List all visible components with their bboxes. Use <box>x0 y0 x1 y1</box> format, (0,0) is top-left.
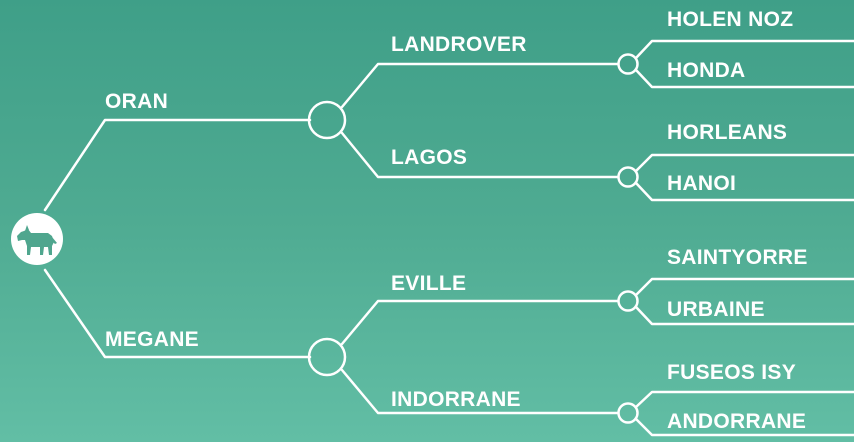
dd-dam-name: ANDORRANE <box>667 410 807 433</box>
connector-sd-dam <box>634 181 854 202</box>
connector-ss-dam <box>634 68 854 89</box>
ds-dam-name: URBAINE <box>667 298 765 321</box>
connector-sire-dam <box>340 131 620 179</box>
connector-sire-sire <box>340 62 620 109</box>
connector-sd-sire <box>634 153 854 173</box>
connector-dam-dam <box>340 368 620 415</box>
dam-dam-name: INDORRANE <box>391 388 521 411</box>
node-dam-dam <box>617 402 639 424</box>
sire-name: ORAN <box>105 90 169 113</box>
dd-sire-name: FUSEOS ISY <box>667 361 797 384</box>
connector-dd-sire <box>634 390 854 409</box>
sd-dam-name: HANOI <box>667 172 737 195</box>
node-sire-dam <box>617 166 639 188</box>
ds-sire-name: SAINTYORRE <box>667 246 808 269</box>
node-dam-sire <box>617 290 639 312</box>
node-dam <box>307 337 347 377</box>
horse-icon <box>11 213 63 265</box>
dam-name: MEGANE <box>105 328 199 351</box>
connector-dd-dam <box>634 417 854 437</box>
sire-sire-name: LANDROVER <box>391 33 527 56</box>
dam-sire-name: EVILLE <box>391 272 467 295</box>
node-sire-sire <box>617 53 639 75</box>
ss-sire-name: HOLEN NOZ <box>667 8 794 31</box>
connector-sire <box>43 118 312 212</box>
connector-dam-sire <box>340 299 620 346</box>
sd-sire-name: HORLEANS <box>667 121 788 144</box>
connector-dam <box>43 268 312 359</box>
connector-ds-dam <box>634 305 854 326</box>
connector-ds-sire <box>634 277 854 297</box>
node-sire <box>307 100 347 140</box>
connector-ss-sire <box>634 39 854 60</box>
sire-dam-name: LAGOS <box>391 146 468 169</box>
ss-dam-name: HONDA <box>667 59 746 82</box>
